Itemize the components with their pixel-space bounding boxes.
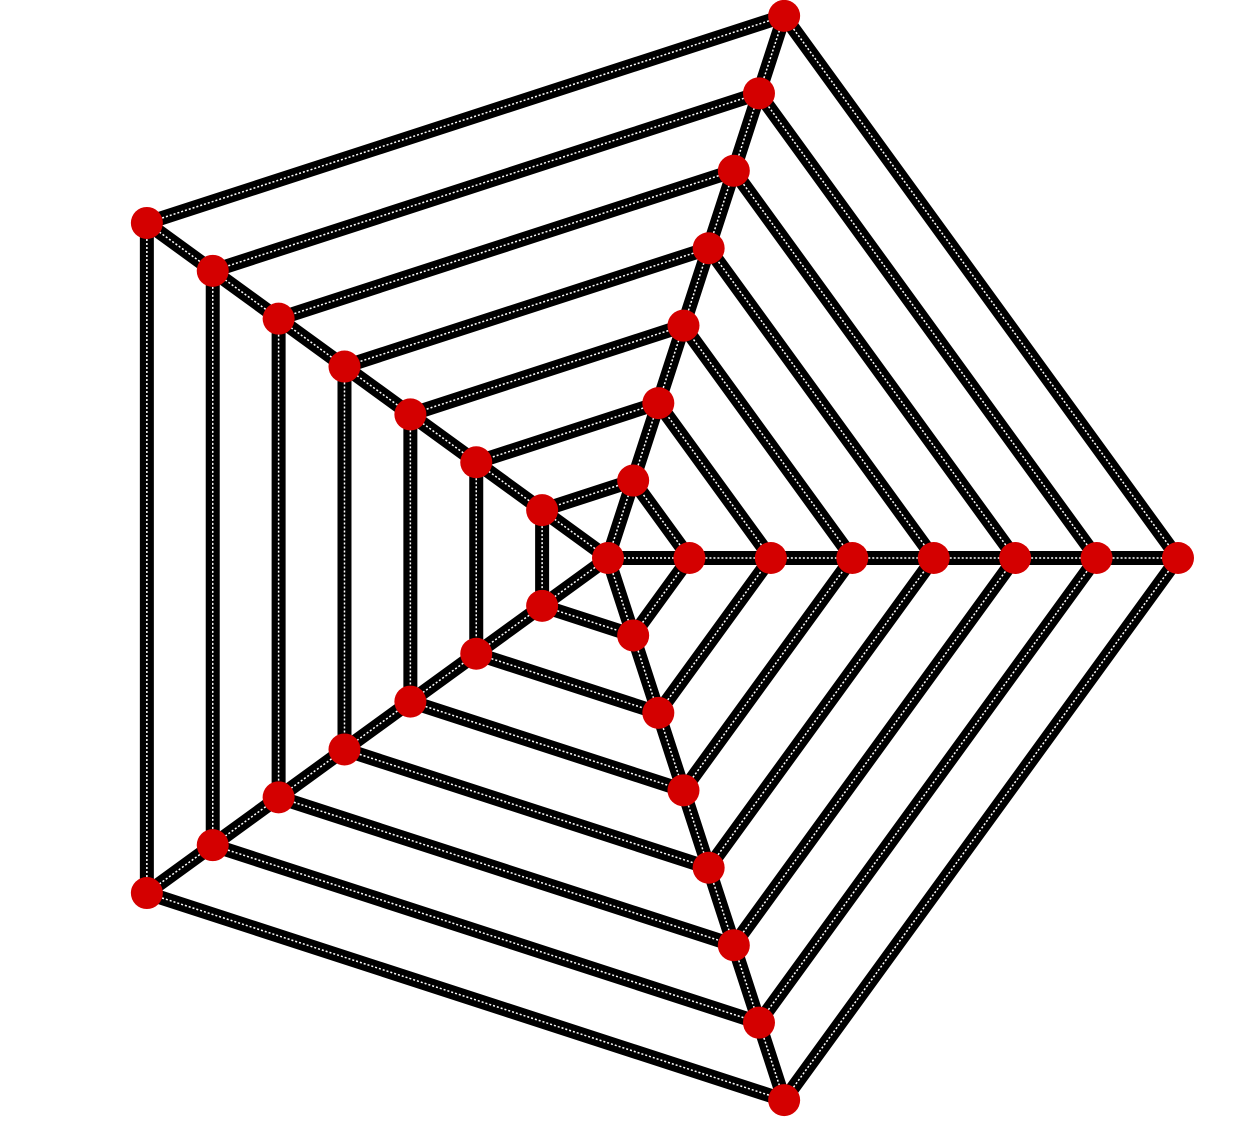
- ring-7-edge-4: [777, 551, 1185, 1108]
- node-ring-5-spoke-2: [262, 302, 295, 335]
- node-ring-1-spoke-0: [673, 542, 706, 574]
- ring-3-edge-3: [403, 694, 691, 798]
- ring-6-edge-1: [205, 86, 766, 278]
- ring-6-edge-0: [751, 86, 1104, 565]
- ring-7-edge-1: [139, 8, 792, 230]
- node-ring-6-spoke-1: [742, 77, 775, 110]
- ring-5-edge-0: [726, 163, 1023, 565]
- ring-2-edge-4: [651, 551, 778, 720]
- ring-2-edge-0: [651, 396, 778, 565]
- ring-2-edge-3: [469, 646, 666, 720]
- node-ring-7-spoke-1: [768, 0, 801, 32]
- ring-2-edge-1: [469, 396, 666, 470]
- ring-5-edge-1: [271, 163, 741, 326]
- node-ring-2-spoke-2: [460, 446, 493, 479]
- node-ring-5-spoke-3: [262, 781, 295, 814]
- node-ring-6-spoke-0: [1080, 542, 1113, 574]
- edges-layer: [139, 8, 1185, 1108]
- ring-3-edge-4: [676, 551, 860, 798]
- node-ring-4-spoke-4: [692, 851, 725, 884]
- node-ring-4-spoke-3: [328, 733, 361, 766]
- node-ring-4-spoke-1: [692, 232, 725, 265]
- node-ring-6-spoke-2: [196, 254, 229, 287]
- node-ring-6-spoke-3: [196, 829, 229, 862]
- ring-3-edge-1: [403, 318, 691, 422]
- node-ring-3-spoke-2: [394, 398, 427, 431]
- ring-7-edge-3: [139, 886, 792, 1108]
- ring-5-edge-4: [726, 551, 1023, 953]
- ring-6-edge-3: [205, 838, 766, 1030]
- node-ring-5-spoke-4: [717, 929, 750, 962]
- center-node: [592, 542, 624, 574]
- node-ring-3-spoke-0: [836, 542, 869, 574]
- ring-6-edge-4: [751, 551, 1104, 1030]
- node-ring-6-spoke-4: [742, 1006, 775, 1039]
- node-ring-3-spoke-3: [394, 685, 427, 718]
- node-ring-2-spoke-4: [642, 696, 675, 729]
- node-ring-5-spoke-0: [999, 542, 1032, 574]
- ring-5-edge-3: [271, 790, 741, 953]
- node-ring-7-spoke-0: [1162, 542, 1194, 574]
- ring-4-edge-4: [701, 551, 941, 875]
- ring-4-edge-1: [337, 241, 716, 374]
- ring-3-edge-0: [676, 318, 860, 565]
- node-ring-7-spoke-3: [130, 877, 163, 910]
- ring-7-edge-0: [777, 8, 1185, 565]
- node-ring-4-spoke-2: [328, 350, 361, 383]
- node-ring-3-spoke-4: [667, 774, 700, 807]
- node-ring-1-spoke-3: [526, 589, 559, 622]
- node-ring-2-spoke-3: [460, 637, 493, 670]
- nodes-layer: [130, 0, 1194, 1117]
- node-ring-2-spoke-0: [754, 542, 787, 574]
- ring-4-edge-0: [701, 241, 941, 565]
- node-ring-4-spoke-0: [917, 542, 950, 574]
- node-ring-5-spoke-1: [717, 154, 750, 187]
- ring-4-edge-3: [337, 742, 716, 875]
- node-ring-1-spoke-4: [617, 619, 650, 652]
- node-ring-1-spoke-2: [526, 494, 559, 527]
- node-ring-2-spoke-1: [642, 387, 675, 420]
- node-ring-7-spoke-4: [768, 1084, 801, 1117]
- node-ring-7-spoke-2: [130, 206, 163, 239]
- node-ring-1-spoke-1: [617, 464, 650, 497]
- node-ring-3-spoke-1: [667, 309, 700, 342]
